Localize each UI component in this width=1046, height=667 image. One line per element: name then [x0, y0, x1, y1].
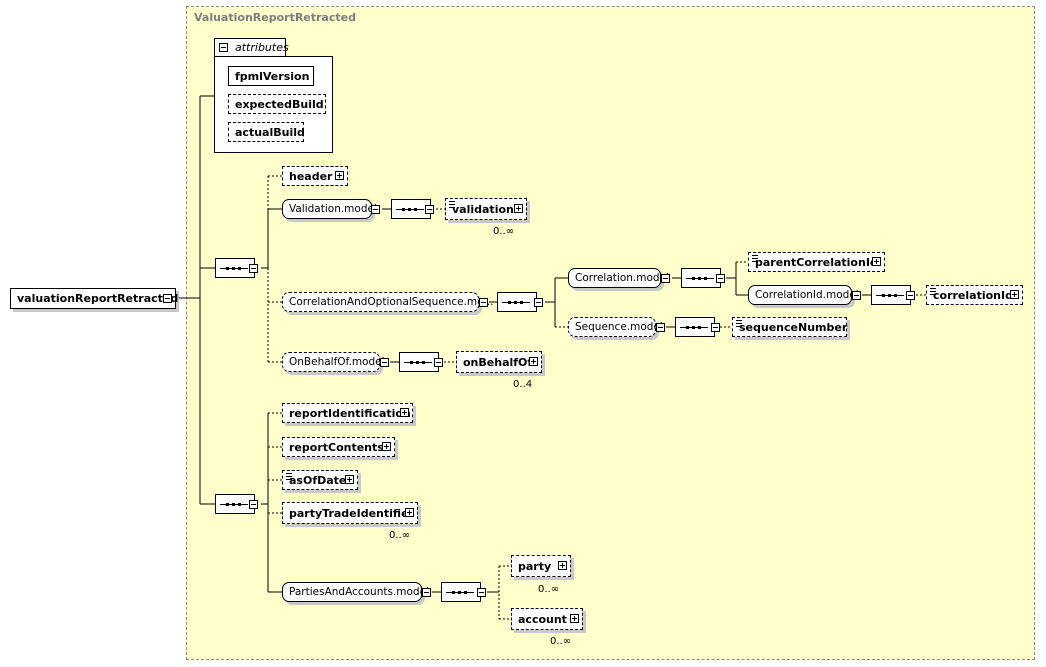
- collapse-icon[interactable]: [477, 588, 486, 597]
- element-label: parentCorrelationId: [755, 255, 878, 269]
- attributes-tab-label: attributes: [235, 41, 289, 54]
- expand-icon[interactable]: [872, 257, 881, 266]
- group-label: CorrelationId.model: [755, 289, 859, 301]
- group-label: OnBehalfOf.model: [289, 356, 385, 368]
- collapse-icon[interactable]: [425, 205, 434, 214]
- collapse-icon[interactable]: [249, 264, 258, 273]
- element-sequence-number[interactable]: sequenceNumber: [732, 317, 847, 337]
- expand-icon[interactable]: [570, 614, 579, 623]
- expand-icon[interactable]: [514, 204, 523, 213]
- group-correlation-model[interactable]: Correlation.model: [568, 268, 669, 288]
- list-icon: [286, 473, 292, 480]
- element-label: reportContents: [289, 440, 384, 454]
- collapse-icon[interactable]: [906, 291, 915, 300]
- collapse-icon[interactable]: [534, 298, 543, 307]
- element-label: correlationId: [933, 288, 1013, 302]
- group-correlation-id-model[interactable]: CorrelationId.model: [748, 285, 859, 305]
- element-report-identification[interactable]: reportIdentification: [282, 403, 413, 423]
- element-header[interactable]: header: [282, 166, 348, 186]
- element-label: account: [518, 612, 567, 626]
- collapse-icon[interactable]: [371, 205, 380, 214]
- list-icon: [736, 320, 742, 327]
- group-on-behalf-of-model[interactable]: OnBehalfOf.model: [282, 352, 385, 372]
- element-label: asOfDate: [289, 473, 347, 487]
- collapse-icon[interactable]: [716, 274, 725, 283]
- sequence-compositor[interactable]: [399, 352, 439, 372]
- element-account[interactable]: account: [511, 608, 583, 630]
- root-element-node[interactable]: valuationReportRetracted: [10, 288, 179, 309]
- attribute-expectedbuild[interactable]: expectedBuild: [228, 94, 326, 114]
- group-parties-and-accounts-model[interactable]: PartiesAndAccounts.model: [282, 582, 429, 602]
- collapse-icon[interactable]: [163, 293, 172, 303]
- group-label: Correlation.model: [575, 272, 669, 284]
- element-report-contents[interactable]: reportContents: [282, 437, 395, 457]
- collapse-icon[interactable]: [219, 43, 228, 52]
- group-sequence-model[interactable]: Sequence.model: [568, 317, 663, 337]
- group-label: PartiesAndAccounts.model: [289, 586, 429, 598]
- sequence-compositor[interactable]: [871, 285, 911, 305]
- element-label: party: [518, 559, 552, 573]
- collapse-icon[interactable]: [380, 358, 389, 367]
- group-label: Validation.model: [289, 203, 377, 215]
- attribute-label: fpmlVersion: [235, 69, 310, 83]
- element-validation[interactable]: validation: [445, 198, 527, 220]
- element-on-behalf-of[interactable]: onBehalfOf: [456, 351, 542, 373]
- expand-icon[interactable]: [405, 508, 414, 517]
- element-label: validation: [452, 202, 514, 216]
- expand-icon[interactable]: [529, 357, 538, 366]
- sequence-compositor[interactable]: [675, 317, 715, 337]
- element-label: partyTradeIdentifier: [289, 506, 414, 520]
- group-validation-model[interactable]: Validation.model: [282, 199, 377, 219]
- sequence-compositor[interactable]: [681, 268, 721, 288]
- group-correlation-optional-sequence[interactable]: CorrelationAndOptionalSequence.mo...: [282, 292, 493, 312]
- collapse-icon[interactable]: [711, 323, 720, 332]
- attribute-actualbuild[interactable]: actualBuild: [228, 122, 305, 142]
- collapse-icon[interactable]: [852, 291, 861, 300]
- element-as-of-date[interactable]: asOfDate: [282, 470, 358, 490]
- expand-icon[interactable]: [335, 171, 344, 180]
- pane-title: ValuationReportRetracted: [194, 11, 356, 24]
- element-party[interactable]: party: [511, 555, 571, 577]
- collapse-icon[interactable]: [656, 323, 665, 332]
- attribute-fpmlversion[interactable]: fpmlVersion: [228, 66, 314, 86]
- expand-icon[interactable]: [345, 475, 354, 484]
- group-label: Sequence.model: [575, 321, 663, 333]
- collapse-icon[interactable]: [249, 500, 258, 509]
- expand-icon[interactable]: [1010, 290, 1019, 299]
- attribute-label: expectedBuild: [235, 97, 324, 111]
- cardinality-label: 0..∞: [550, 636, 572, 647]
- collapse-icon[interactable]: [479, 298, 488, 307]
- list-icon: [930, 288, 936, 295]
- element-label: onBehalfOf: [463, 355, 533, 369]
- cardinality-label: 0..∞: [538, 584, 560, 595]
- collapse-icon[interactable]: [422, 588, 431, 597]
- cardinality-label: 0..4: [513, 379, 533, 390]
- element-label: sequenceNumber: [739, 320, 848, 334]
- element-correlation-id[interactable]: correlationId: [926, 285, 1023, 305]
- root-element-label: valuationReportRetracted: [17, 292, 179, 305]
- cardinality-label: 0..∞: [493, 226, 515, 237]
- expand-icon[interactable]: [400, 408, 409, 417]
- attribute-label: actualBuild: [235, 125, 305, 139]
- element-label: header: [289, 169, 333, 183]
- element-party-trade-identifier[interactable]: partyTradeIdentifier: [282, 502, 418, 524]
- list-icon: [449, 201, 455, 208]
- sequence-compositor[interactable]: [441, 582, 481, 602]
- attributes-tab[interactable]: attributes: [214, 38, 289, 57]
- expand-icon[interactable]: [382, 442, 391, 451]
- list-icon: [752, 255, 758, 262]
- expand-icon[interactable]: [558, 561, 567, 570]
- element-parent-correlation-id[interactable]: parentCorrelationId: [748, 252, 885, 272]
- element-label: reportIdentification: [289, 406, 411, 420]
- sequence-compositor[interactable]: [497, 292, 537, 312]
- cardinality-label: 0..∞: [389, 530, 411, 541]
- collapse-icon[interactable]: [434, 358, 443, 367]
- group-label: CorrelationAndOptionalSequence.mo...: [289, 296, 494, 308]
- collapse-icon[interactable]: [661, 274, 670, 283]
